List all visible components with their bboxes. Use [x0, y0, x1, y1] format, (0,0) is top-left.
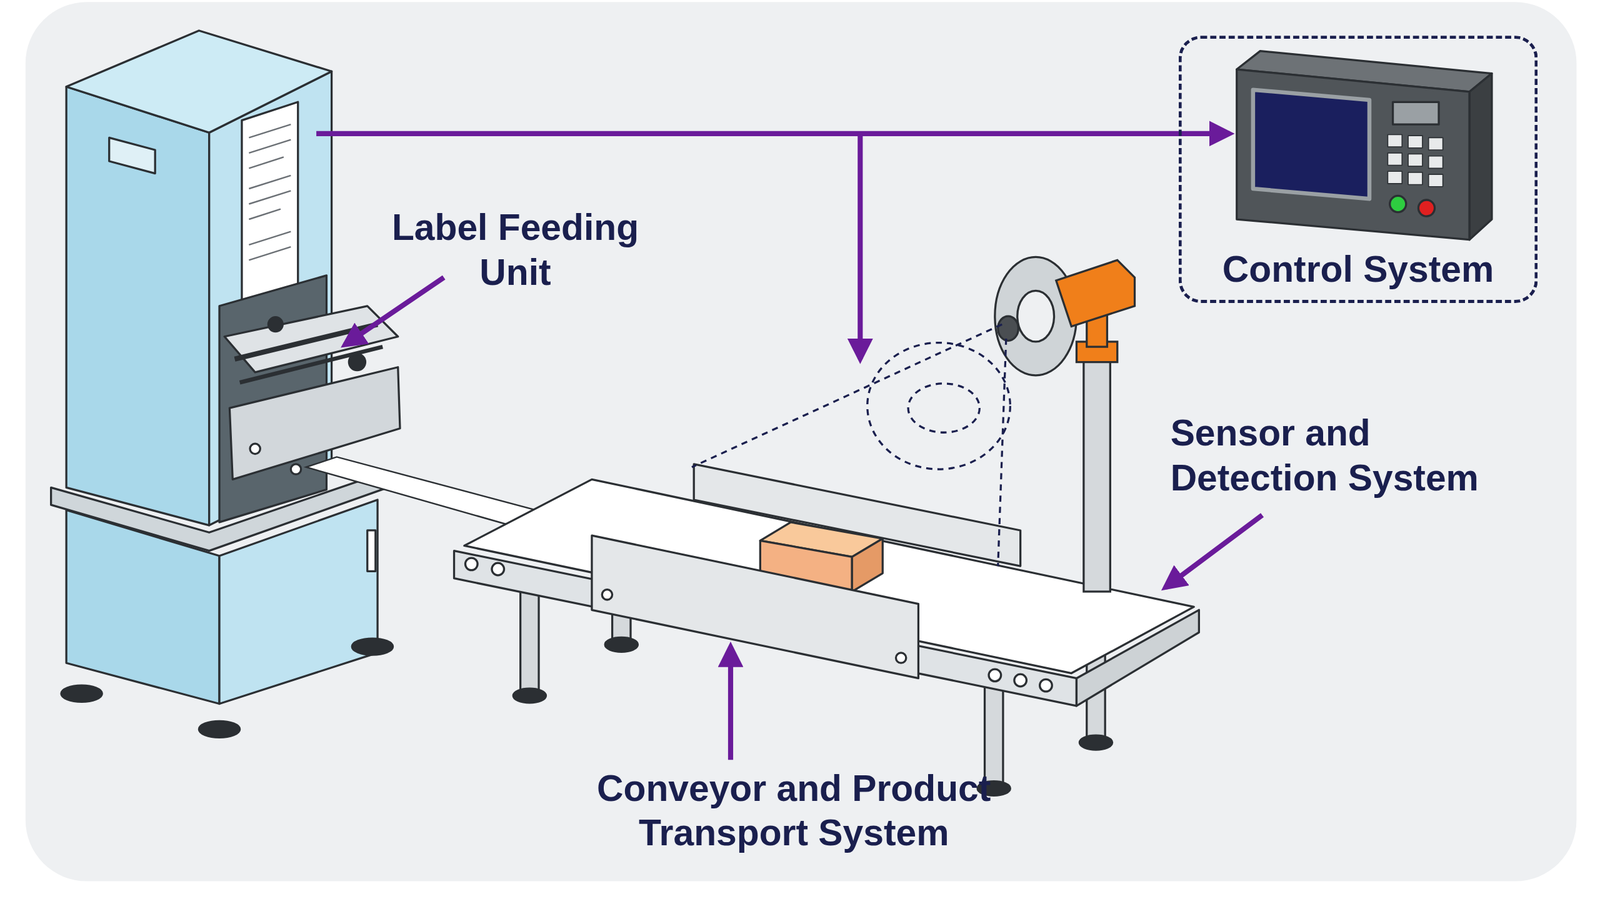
panel-keypad: [1387, 135, 1443, 187]
callout-arrow: [345, 277, 444, 345]
callout-label: Sensor and Detection System: [1170, 411, 1513, 502]
sensor-disc: [995, 256, 1077, 375]
detection-beam: [691, 324, 1002, 468]
conveyor-foot: [605, 637, 638, 652]
cabinet-handle: [367, 530, 376, 572]
feeder-bolt: [290, 464, 301, 475]
callout-label: Conveyor and Product Transport System: [538, 766, 1049, 857]
feeder-knob: [268, 317, 283, 332]
frame-bolt: [601, 590, 612, 600]
feeder-bolt: [250, 443, 260, 454]
panel-screen: [1253, 90, 1370, 200]
feeder-top-plate: [224, 306, 399, 373]
system-group-box: Control System: [1178, 35, 1539, 304]
feeder-rod: [240, 346, 384, 383]
front-guide-rail: [591, 535, 919, 679]
machine-foot: [61, 685, 102, 702]
node-title: Control System: [1222, 246, 1494, 292]
detection-zone: [691, 324, 1010, 567]
frame-bolt: [895, 653, 906, 664]
sensor-camera: [1056, 260, 1135, 327]
labeling-machine: [51, 30, 400, 738]
feeder-block: [229, 367, 400, 480]
callout-arrow: [728, 646, 734, 760]
frame-bolt: [491, 563, 505, 576]
conveyor-foot: [513, 688, 546, 704]
conveyor-frame-end: [1076, 610, 1199, 706]
detection-ring: [908, 383, 980, 433]
machine-foot: [351, 638, 393, 655]
machine-slot: [109, 137, 155, 174]
frame-bolt: [465, 558, 478, 571]
document-lines: [248, 124, 291, 260]
panel-front: [1236, 69, 1470, 240]
upper-front: [66, 86, 210, 526]
machine-foot: [198, 721, 240, 738]
sensor-pole: [1083, 351, 1110, 592]
panel-side: [1469, 73, 1492, 240]
panel-display: [1393, 101, 1439, 125]
frame-bolt: [1014, 674, 1027, 687]
detection-ring: [867, 343, 1011, 470]
signal-line: [857, 133, 863, 360]
frame-bolt: [988, 669, 1002, 682]
conveyor-foot: [1079, 735, 1112, 750]
sensor-unit: [995, 256, 1135, 592]
product-box-side: [851, 538, 883, 592]
signal-line: [316, 131, 1230, 137]
document-sheet: [241, 101, 299, 309]
stop-button: [1418, 200, 1435, 217]
feeder-knob: [348, 354, 365, 371]
background-panel: [25, 1, 1577, 882]
callout-arrow: [1165, 515, 1262, 588]
control-panel: [1236, 51, 1492, 240]
frame-bolt: [1040, 679, 1053, 692]
callout-label: Label Feeding Unit: [377, 205, 654, 295]
sensor-lens: [998, 316, 1019, 341]
signal-lines: [316, 133, 1230, 360]
sensor-disc-hub: [1017, 290, 1055, 342]
start-button: [1390, 195, 1407, 212]
callout-arrows: [345, 277, 1263, 760]
